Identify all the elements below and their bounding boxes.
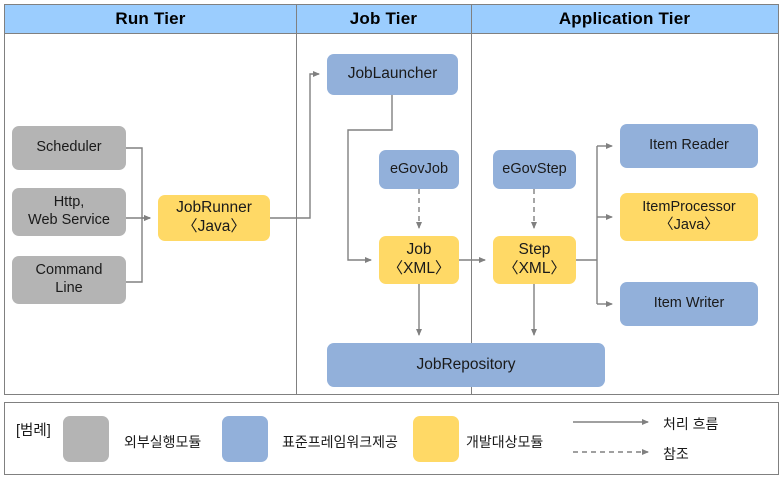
node-job-runner[interactable]: JobRunner 〈Java〉 (158, 195, 270, 241)
header-underline (5, 33, 778, 34)
legend-label-framework-provided: 표준프레임워크제공 (282, 434, 398, 450)
node-command-line[interactable]: Command Line (12, 256, 126, 304)
node-job-xml-label-line2: 〈XML〉 (387, 260, 451, 277)
node-job-launcher-label: JobLauncher (347, 65, 438, 83)
node-item-processor-label-line1: ItemProcessor (642, 199, 736, 216)
node-job-xml[interactable]: Job 〈XML〉 (379, 236, 459, 284)
node-item-processor-label-line2: 〈Java〉 (659, 217, 719, 233)
node-scheduler-label: Scheduler (36, 139, 102, 156)
node-item-writer-label: Item Writer (653, 295, 725, 312)
node-command-line-label-line2: Line (55, 280, 83, 296)
legend-label-process-flow: 처리 흐름 (663, 416, 719, 432)
node-job-runner-label-line2: 〈Java〉 (182, 218, 246, 235)
main-diagram-frame (4, 4, 779, 395)
node-http-web-service[interactable]: Http, Web Service (12, 188, 126, 236)
column-divider-job-app (471, 5, 472, 394)
legend-label-reference: 참조 (663, 446, 689, 462)
node-http-web-service-label-line2: Web Service (28, 212, 110, 228)
node-job-xml-label-line1: Job (406, 241, 432, 259)
node-item-reader[interactable]: Item Reader (620, 124, 758, 168)
node-http-web-service-label-line1: Http, (53, 194, 85, 211)
node-job-launcher[interactable]: JobLauncher (327, 54, 458, 95)
node-item-processor[interactable]: ItemProcessor 〈Java〉 (620, 193, 758, 241)
node-egov-step-label: eGovStep (502, 160, 567, 177)
column-divider-run-job (296, 5, 297, 394)
legend-swatch-framework-provided (222, 416, 268, 462)
tier-header-run-tier: Run Tier (5, 5, 296, 33)
node-item-writer[interactable]: Item Writer (620, 282, 758, 326)
node-job-repository-label: JobRepository (416, 355, 516, 373)
legend-title: [범례] (16, 423, 51, 439)
node-step-xml-label-line2: 〈XML〉 (503, 260, 566, 277)
node-egov-job[interactable]: eGovJob (379, 150, 459, 189)
node-job-runner-label-line1: JobRunner (176, 199, 252, 217)
node-step-xml-label-line1: Step (518, 241, 551, 259)
legend-label-external-module: 외부실행모듈 (124, 434, 202, 450)
node-job-repository[interactable]: JobRepository (327, 343, 605, 387)
node-egov-step[interactable]: eGovStep (493, 150, 576, 189)
node-step-xml[interactable]: Step 〈XML〉 (493, 236, 576, 284)
node-scheduler[interactable]: Scheduler (12, 126, 126, 170)
node-command-line-label-line1: Command (35, 262, 103, 279)
node-egov-job-label: eGovJob (389, 160, 449, 177)
legend-swatch-development-target (413, 416, 459, 462)
node-item-reader-label: Item Reader (649, 137, 729, 154)
legend-frame (4, 402, 779, 475)
legend-swatch-external-module (63, 416, 109, 462)
tier-header-application-tier: Application Tier (471, 5, 778, 33)
tier-header-job-tier: Job Tier (296, 5, 471, 33)
legend-label-development-target: 개발대상모듈 (466, 434, 544, 450)
